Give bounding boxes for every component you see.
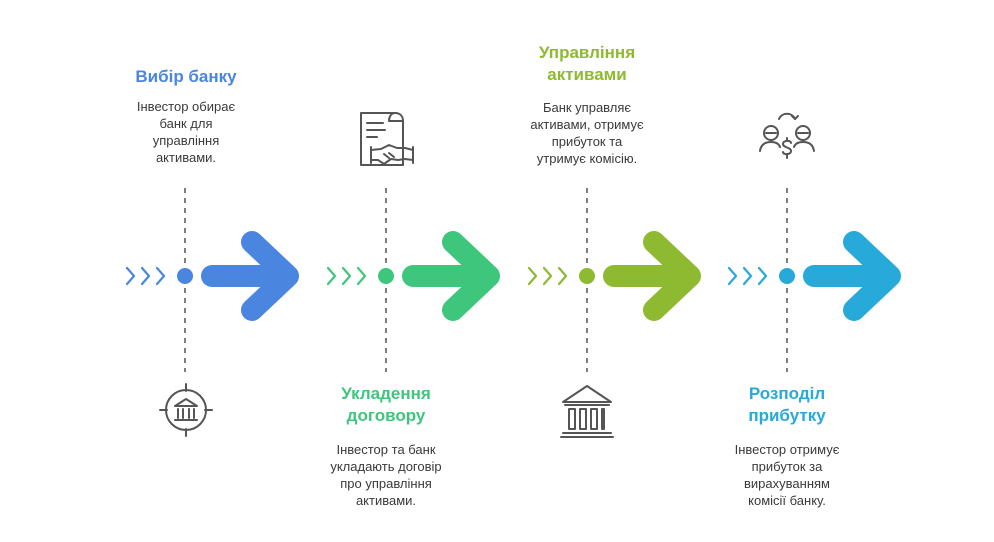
step-1-dot	[177, 268, 193, 284]
step-2-title: Укладення договору	[341, 384, 431, 425]
step-1-chevron-a	[125, 266, 136, 286]
step-2-chevron-a	[326, 266, 337, 286]
step-2-chevron-b	[341, 266, 352, 286]
bank-building-icon	[560, 385, 614, 438]
step-4-dot	[779, 268, 795, 284]
step-3-chevron-c	[557, 266, 568, 286]
step-4-graphic	[727, 188, 901, 372]
step-1-chevron-b	[140, 266, 151, 286]
step-1-title: Вибір банку	[135, 67, 237, 86]
step-4-arrow	[803, 231, 901, 321]
step-1-description: Інвестор обирає банк для управління акти…	[136, 99, 236, 165]
step-3-chevron-b	[542, 266, 553, 286]
step-3-title: Управління активами	[538, 43, 636, 84]
step-4-title: Розподіл прибутку	[748, 384, 826, 425]
step-4-chevron-c	[757, 266, 768, 286]
step-3-dot	[579, 268, 595, 284]
step-4-chevron-b	[742, 266, 753, 286]
step-3-graphic	[527, 188, 701, 372]
step-4-description: Інвестор отримує прибуток за вирахування…	[734, 442, 840, 508]
step-2-description: Інвестор та банк укладають договір про у…	[330, 442, 442, 508]
step-1-arrow	[201, 231, 299, 321]
bank-target-icon	[159, 383, 213, 437]
step-3-arrow	[603, 231, 701, 321]
contract-handshake-icon	[360, 112, 414, 166]
profit-sharing-icon	[759, 112, 815, 159]
step-4-chevron-a	[727, 266, 738, 286]
step-1-graphic	[125, 188, 299, 372]
step-3-chevron-a	[527, 266, 538, 286]
step-2-chevron-c	[356, 266, 367, 286]
step-2-arrow	[402, 231, 500, 321]
step-3-description: Банк управляє активами, отримує прибуток…	[530, 100, 644, 166]
step-2-dot	[378, 268, 394, 284]
step-1-chevron-c	[155, 266, 166, 286]
step-2-graphic	[326, 188, 500, 372]
